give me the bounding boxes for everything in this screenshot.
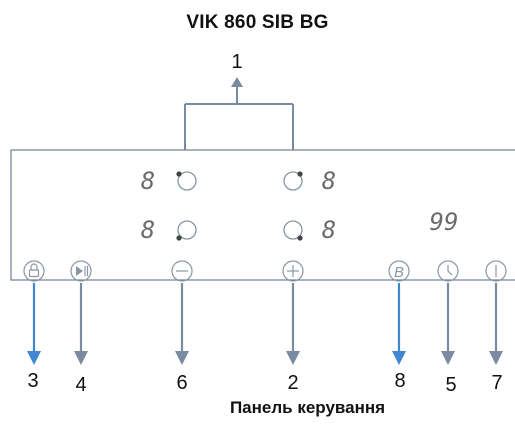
play-pause-button[interactable] bbox=[70, 260, 92, 282]
zone-front-left-display: 8 bbox=[141, 167, 155, 195]
minus-arrow-head bbox=[175, 351, 189, 365]
booster-letter: B bbox=[394, 264, 404, 281]
plus-button[interactable] bbox=[282, 260, 304, 282]
zone-front-left-indicator bbox=[177, 171, 197, 191]
booster-button[interactable] bbox=[388, 260, 410, 282]
clock-icon bbox=[447, 265, 453, 276]
power-arrow-head bbox=[489, 351, 503, 365]
callout-power: 7 bbox=[491, 372, 502, 394]
zone-front-left-dot bbox=[176, 171, 182, 177]
callout-timer: 5 bbox=[445, 374, 456, 396]
diagram-title: VIK 860 SIB BG bbox=[186, 12, 329, 33]
callout-booster: 8 bbox=[394, 370, 405, 392]
zone-front-right-indicator bbox=[283, 171, 303, 191]
booster-arrow-head bbox=[392, 351, 406, 365]
lock-button[interactable] bbox=[23, 260, 45, 282]
zone-rear-right-display: 8 bbox=[322, 216, 336, 244]
timer-button[interactable] bbox=[437, 260, 459, 282]
lock-arrow-head bbox=[27, 351, 41, 365]
control-panel bbox=[10, 149, 515, 281]
plus-arrow-head bbox=[286, 351, 300, 365]
zone-rear-right-dot bbox=[297, 235, 303, 241]
zone-front-right-dot bbox=[297, 171, 303, 177]
callout-play-pause: 4 bbox=[75, 374, 86, 396]
play-pause-arrow-head bbox=[74, 351, 88, 365]
panel-caption: Панель керування bbox=[229, 398, 386, 417]
callout-minus: 6 bbox=[176, 372, 187, 394]
power-button[interactable] bbox=[485, 260, 507, 282]
zone-rear-left-dot bbox=[176, 235, 182, 241]
zones-arrow-head bbox=[231, 77, 243, 87]
callout-lock: 3 bbox=[27, 370, 38, 392]
zone-rear-left-display: 8 bbox=[141, 216, 155, 244]
callout-zones: 1 bbox=[231, 51, 242, 73]
minus-button[interactable] bbox=[171, 260, 193, 282]
play-pause-icon bbox=[76, 266, 83, 276]
zone-front-right-display: 8 bbox=[322, 167, 336, 195]
timer-arrow-head bbox=[441, 351, 455, 365]
callout-plus: 2 bbox=[287, 372, 298, 394]
zone-rear-right-indicator bbox=[283, 220, 303, 240]
timer-display: 99 bbox=[430, 208, 459, 236]
zones-bracket bbox=[184, 86, 294, 150]
lock-icon bbox=[28, 269, 40, 278]
zone-rear-left-indicator bbox=[177, 220, 197, 240]
